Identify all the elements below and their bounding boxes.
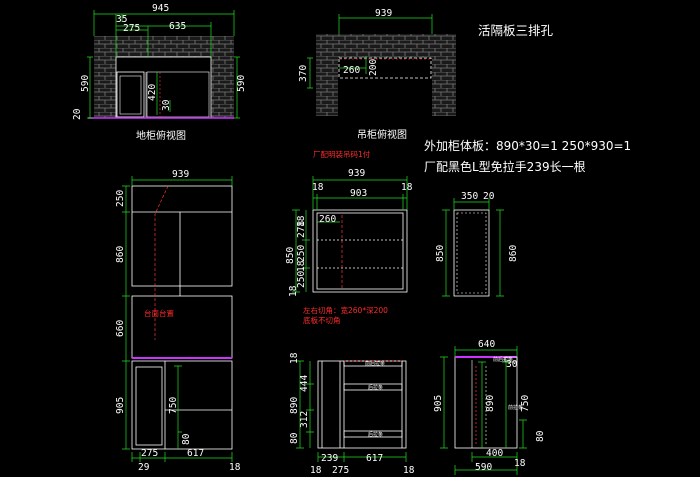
wf-dim-903: 903 [350,188,367,199]
cut-note-2: 底板不切角 [303,315,341,325]
wf-dim-250: 250 [296,245,307,262]
bf-dim-617: 617 [366,453,383,464]
front-strip-2: 前后拉条 [493,356,513,363]
elev-dim-29: 29 [138,462,150,473]
bs-dim-80: 80 [535,430,546,442]
dim-420: 420 [147,84,158,101]
dim-20: 20 [72,108,83,120]
bs-dim-590: 590 [475,462,492,473]
floor-plan: 945 635 35 275 590 590 420 30 20 地柜俯视图 [72,3,247,142]
dim-30: 30 [161,99,172,111]
bf-dim-18: 18 [289,352,300,364]
bf-dim-239: 239 [321,453,338,464]
wf-dim-18e: 18 [288,285,299,297]
floor-plan-title: 地柜俯视图 [136,129,186,142]
bf-dim-18c: 18 [403,465,415,476]
ws-dim-350: 350 [461,191,478,202]
bs-dim-18: 18 [514,458,526,469]
stove-note: 台面台置 [144,308,174,318]
bf-dim-18b: 18 [310,465,322,476]
wf-dim-260: 260 [319,214,336,225]
elev-dim-275: 275 [141,448,158,459]
ws-dim-850: 850 [435,245,446,262]
wall-cabinet-front: 厂配明装吊码1付 939 18 903 18 260 850 278 250 1… [285,149,413,325]
bs-dim-890: 890 [485,395,496,412]
bf-dim-80: 80 [289,432,300,444]
dim-275: 275 [123,23,140,34]
handle-note: 厂配黑色L型免拉手239长一根 [424,159,586,174]
wf-dim-250b: 250 [296,271,307,288]
rail-2: 后拉条 [368,431,383,438]
bs-dim-905: 905 [433,395,444,412]
elev-dim-905: 905 [115,397,126,414]
elev-dim-750: 750 [168,397,179,414]
wf-dim-18a: 18 [312,182,324,193]
elev-dim-617: 617 [187,448,204,459]
wf-dim-18c: 18 [296,260,307,272]
elev-dim-18: 18 [229,462,241,473]
base-cabinet-front: 前后拉条 后拉条 后拉条 890 444 18 312 80 239 617 1… [289,352,415,476]
wall-plan-title: 吊柜俯视图 [357,128,407,141]
hinge-note: 厂配明装吊码1付 [313,149,371,159]
elev-dim-660: 660 [115,320,126,337]
dim-35: 35 [116,14,127,25]
dim-590-left: 590 [80,75,91,92]
rail-1: 后拉条 [368,384,383,391]
wf-dim-850: 850 [285,247,296,264]
ws-dim-20: 20 [483,191,495,202]
wall-dim-260: 260 [343,65,360,76]
bf-dim-890: 890 [289,397,300,414]
front-strip-1: 前后拉条 [365,360,385,367]
elev-dim-80: 80 [181,433,192,445]
wf-dim-18b: 18 [401,182,413,193]
bf-dim-312: 312 [299,411,310,428]
base-cabinet-side: 前后拉条 640 30 905 890 750 400 590 80 18 前拉… [433,339,546,475]
wf-dim-18d: 18 [296,215,307,227]
bs-dim-750: 750 [520,395,531,412]
wf-dim-278: 278 [296,221,307,238]
wall-dim-370: 370 [298,65,309,82]
bs-dim-400: 400 [486,448,503,459]
wall-cabinet-side: 350 20 850 860 [435,191,519,297]
dim-945: 945 [152,3,169,14]
ws-dim-860: 860 [508,245,519,262]
front-strip-3: 前拉条 [508,404,523,411]
dim-590-right: 590 [236,75,247,92]
wall-dim-200: 200 [368,59,379,76]
bf-dim-444: 444 [299,375,310,392]
elev-dim-860: 860 [115,246,126,263]
full-elevation: 939 250 860 660 905 750 80 275 617 29 18… [115,169,241,473]
wall-plan: 939 370 260 200 吊柜俯视图 [298,8,456,141]
elev-dim-939: 939 [172,169,189,180]
extra-panels-note: 外加柜体板：890*30=1 250*930=1 [424,139,631,153]
bs-dim-640: 640 [478,339,495,350]
dim-635: 635 [169,21,186,32]
wall-dim-939: 939 [375,8,392,19]
bs-dim-30: 30 [506,359,518,370]
elev-dim-250: 250 [115,190,126,207]
floor-plan-cabinet [115,56,212,119]
wf-dim-939: 939 [348,168,365,179]
shelf-holes-note: 活隔板三排孔 [478,23,554,38]
cut-note-1: 左右切角：宽260*深200 [303,305,388,315]
bf-dim-275: 275 [332,465,349,476]
